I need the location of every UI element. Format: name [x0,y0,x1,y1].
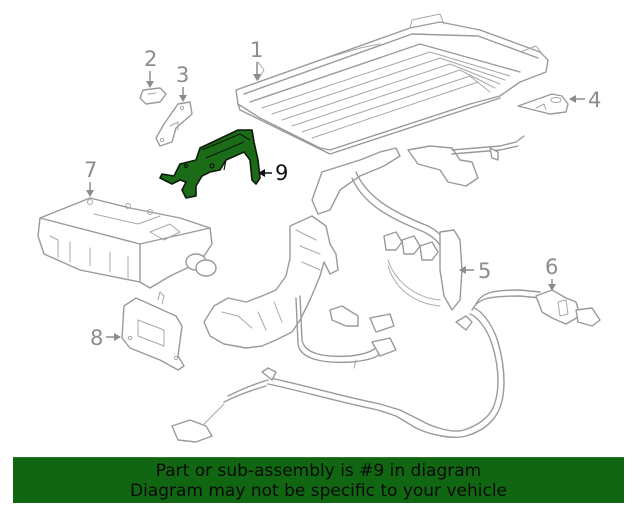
part-7-power-module[interactable] [37,197,217,289]
banner-line-disclaimer: Diagram may not be specific to your vehi… [129,480,507,501]
callout-1[interactable]: 1 [250,38,263,81]
part-4-plate[interactable] [517,93,569,115]
part-1-battery-tray[interactable] [235,13,549,155]
callout-3[interactable]: 3 [176,63,189,102]
callout-7-label: 7 [84,158,97,182]
callout-2[interactable]: 2 [144,47,157,88]
callout-5-label: 5 [478,259,491,283]
part-9-harness-bracket[interactable] [159,129,261,199]
part-5-wiring-harness[interactable] [203,135,525,369]
callout-1-label: 1 [250,38,263,62]
callout-6-label: 6 [545,255,558,279]
callout-4[interactable]: 4 [569,88,601,112]
part-8-module-bracket[interactable] [121,291,185,371]
part-3-strap-bracket[interactable] [155,101,193,147]
callout-5[interactable]: 5 [459,259,491,283]
callout-9[interactable]: 9 [258,161,288,185]
banner-line-part-number: Part or sub-assembly is #9 in diagram [155,460,482,481]
callout-6[interactable]: 6 [545,255,558,291]
callout-4-label: 4 [588,88,601,112]
callout-8-label: 8 [90,326,103,350]
callout-2-label: 2 [144,47,157,71]
callout-7[interactable]: 7 [84,158,97,197]
part-2-small-bracket[interactable] [139,87,167,105]
notice-banner: Part or sub-assembly is #9 in diagram Di… [13,457,624,503]
callout-8[interactable]: 8 [90,326,121,350]
callout-3-label: 3 [176,63,189,87]
callout-9-label: 9 [275,161,288,185]
part-6-harness-connector[interactable] [171,289,601,443]
